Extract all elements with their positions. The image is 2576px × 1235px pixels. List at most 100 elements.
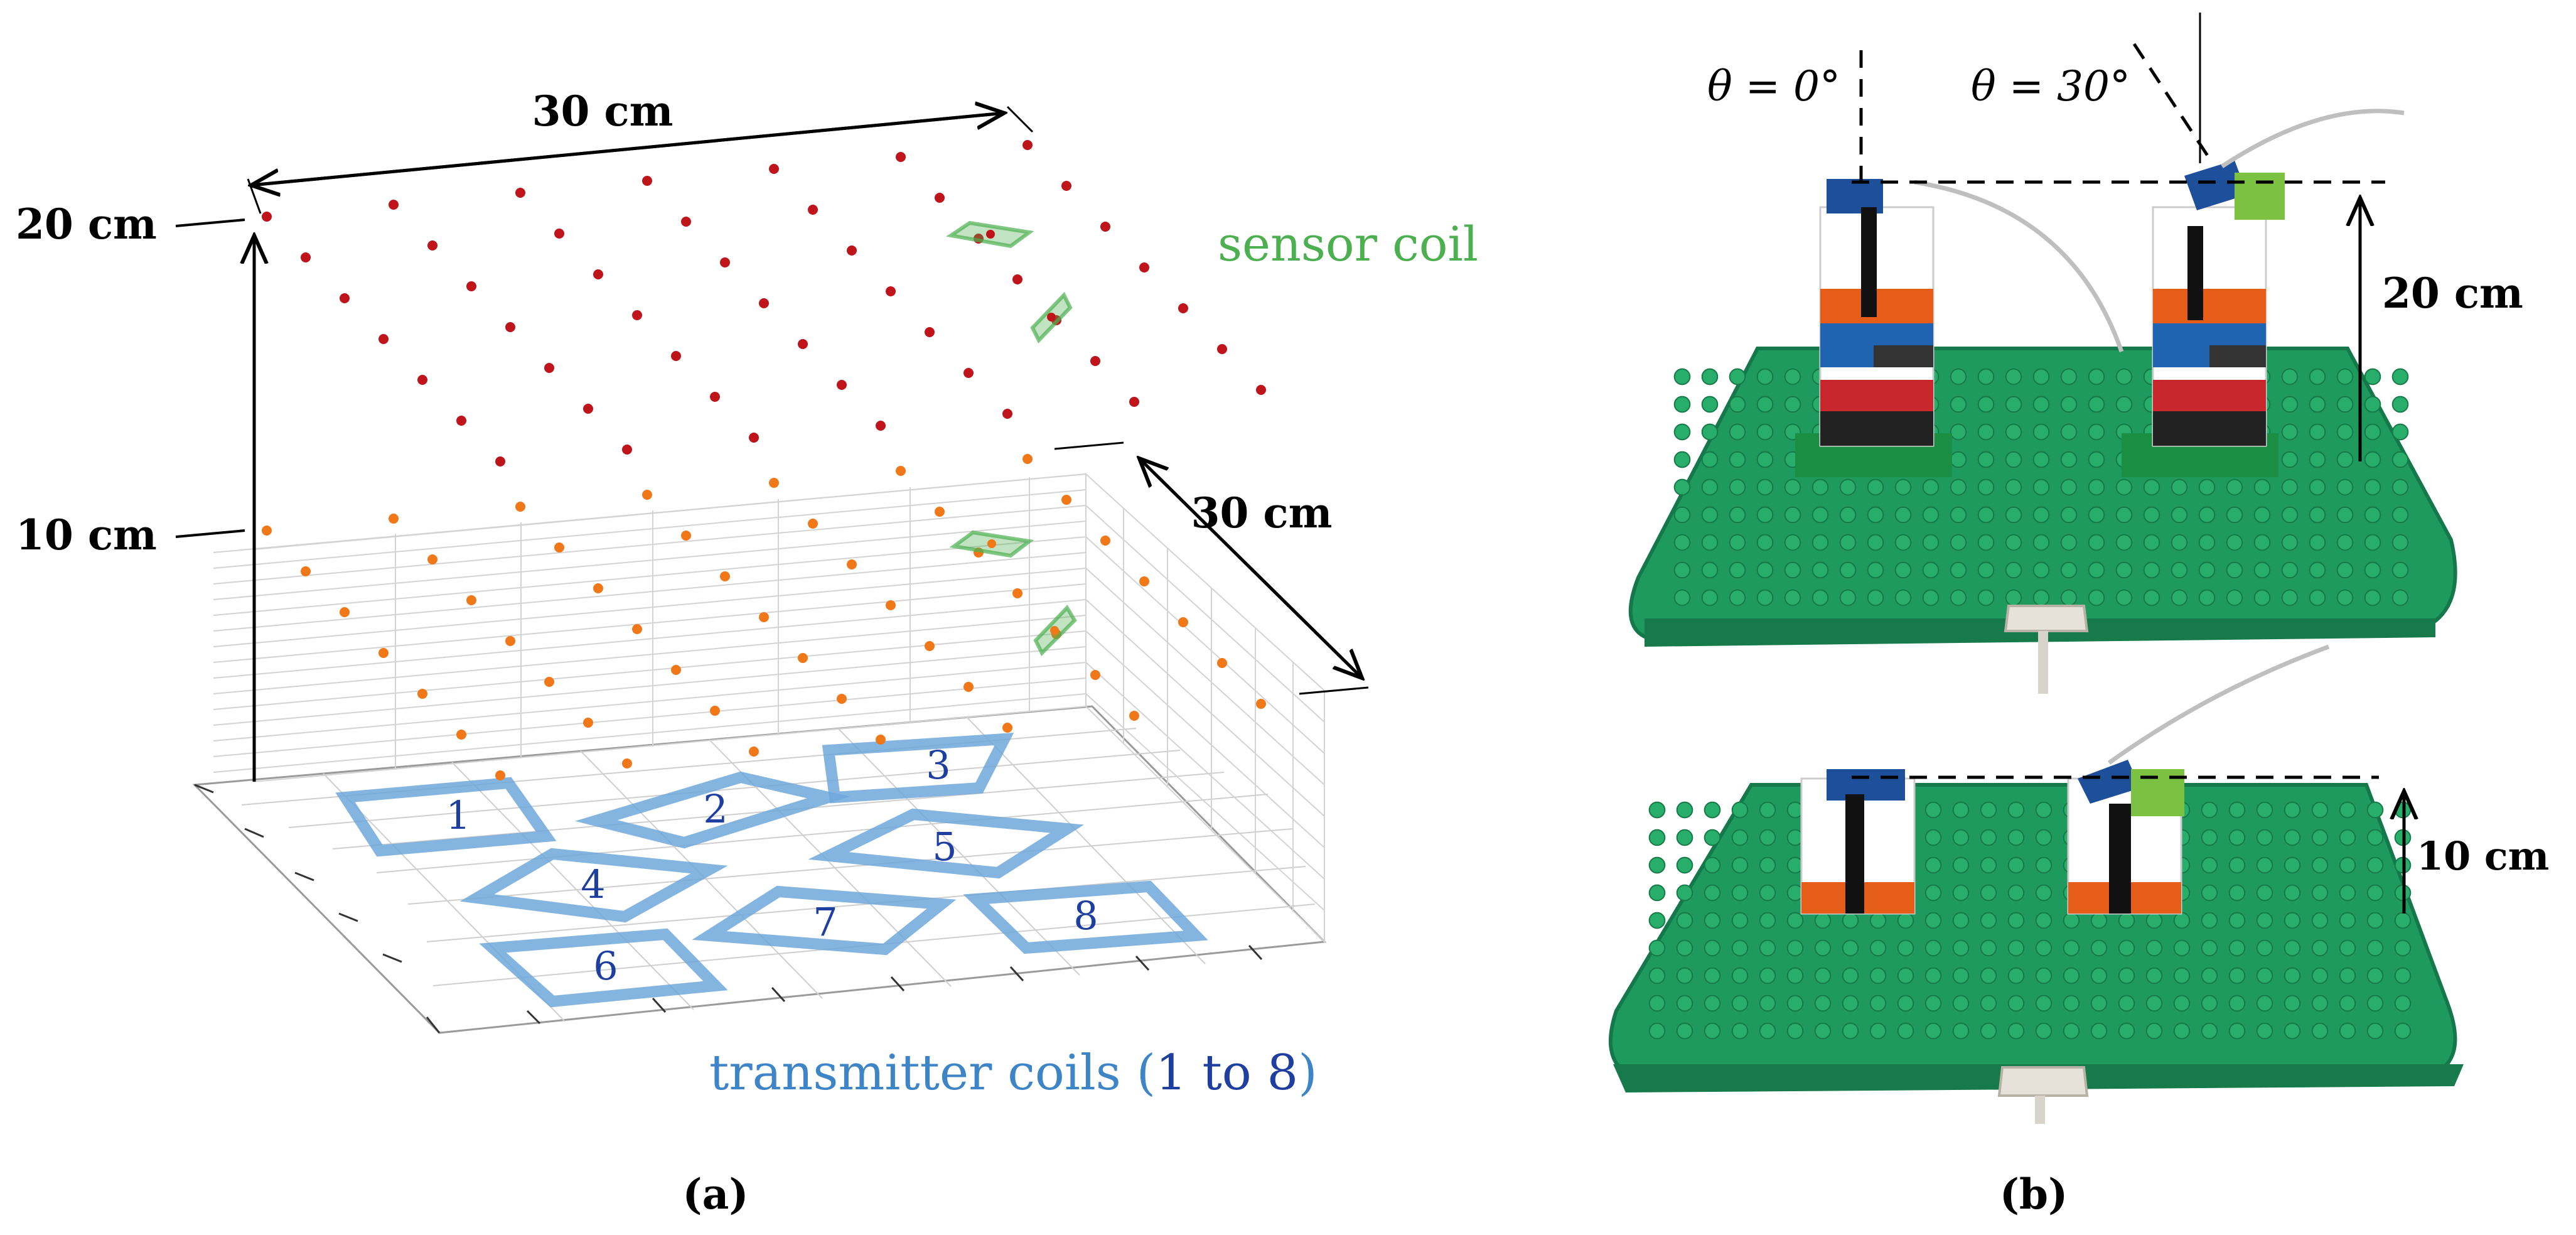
measurement-point xyxy=(720,571,730,581)
measurement-point xyxy=(340,293,350,303)
measurement-point xyxy=(925,327,935,337)
stud xyxy=(2171,478,2188,496)
measurement-point xyxy=(798,653,808,663)
measurement-point xyxy=(544,363,554,373)
measurement-point xyxy=(896,152,906,162)
stud xyxy=(2309,506,2326,524)
stud xyxy=(2364,451,2381,468)
stud xyxy=(2171,589,2188,607)
stud xyxy=(1924,912,1942,929)
measurement-point xyxy=(1002,409,1012,419)
measurement-point xyxy=(456,416,466,426)
stud xyxy=(2005,561,2022,579)
right-brick-stack-bottom xyxy=(2067,760,2184,915)
stud xyxy=(1701,589,1719,607)
stud xyxy=(2256,884,2273,902)
stud xyxy=(1759,939,1776,957)
stud xyxy=(2339,801,2356,819)
stud xyxy=(2364,589,2381,607)
measurement-point xyxy=(876,735,886,745)
stud xyxy=(2391,589,2409,607)
stud xyxy=(2336,396,2354,413)
stud xyxy=(1842,967,1859,984)
stud xyxy=(2336,589,2354,607)
stud xyxy=(2366,829,2384,846)
stud xyxy=(2145,1022,2163,1040)
stud xyxy=(1731,939,1749,957)
stud xyxy=(2339,967,2356,984)
stud xyxy=(2118,1022,2135,1040)
stud xyxy=(2005,451,2022,468)
stud xyxy=(2364,506,2381,524)
stud xyxy=(1784,589,1801,607)
stud xyxy=(2173,995,2191,1012)
measurement-point xyxy=(847,559,857,569)
stud xyxy=(1704,995,1721,1012)
stud xyxy=(2228,1022,2246,1040)
stud xyxy=(2311,829,2329,846)
measurement-point xyxy=(378,648,389,658)
stud xyxy=(1977,534,1995,551)
stud xyxy=(1648,1022,1666,1040)
stud xyxy=(1980,1022,1997,1040)
stud xyxy=(2173,967,2191,984)
measurement-point xyxy=(1022,140,1033,150)
measurement-point xyxy=(886,286,896,296)
tick-20cm xyxy=(175,218,245,227)
sensor-cable-bottom xyxy=(2107,644,2330,765)
stud xyxy=(2035,1022,2053,1040)
stud xyxy=(1952,801,1970,819)
stud xyxy=(2284,856,2301,874)
stud xyxy=(1977,396,1995,413)
stud xyxy=(2060,451,2078,468)
stud xyxy=(2090,1022,2108,1040)
stud xyxy=(1701,561,1719,579)
measurement-point xyxy=(1178,303,1188,313)
stud xyxy=(1842,939,1859,957)
stud xyxy=(2088,561,2105,579)
measurement-point xyxy=(935,193,945,203)
stud xyxy=(2088,506,2105,524)
tick-10cm xyxy=(175,529,245,538)
stud xyxy=(1869,1022,1887,1040)
stud xyxy=(2201,884,2218,902)
left-brick-stack-bottom xyxy=(1800,769,1916,915)
stud xyxy=(1897,1022,1914,1040)
stud xyxy=(1814,995,1832,1012)
stud xyxy=(1952,967,1970,984)
stud xyxy=(2311,856,2329,874)
stud xyxy=(2115,396,2133,413)
stud xyxy=(2118,995,2135,1012)
measurement-point xyxy=(759,298,769,308)
stud xyxy=(1811,561,1829,579)
measurement-point xyxy=(837,694,847,704)
stud xyxy=(2366,967,2384,984)
stud xyxy=(1704,912,1721,929)
upper-measurement-points xyxy=(262,140,1266,466)
stud xyxy=(1924,829,1942,846)
caption-a: (a) xyxy=(682,1170,748,1219)
stud xyxy=(1673,368,1691,386)
stud xyxy=(1704,967,1721,984)
measurement-point xyxy=(1139,576,1149,586)
stud xyxy=(1952,884,1970,902)
theta-30-label: θ = 30° xyxy=(1971,62,2130,111)
stud xyxy=(2226,478,2243,496)
stud xyxy=(1922,534,1940,551)
stud xyxy=(1759,995,1776,1012)
stud xyxy=(2201,829,2218,846)
measurement-point xyxy=(1022,454,1033,464)
stud xyxy=(1786,912,1804,929)
stud xyxy=(1648,967,1666,984)
measurement-point xyxy=(847,245,857,256)
measurement-point xyxy=(710,706,720,716)
stud xyxy=(1676,995,1693,1012)
stud xyxy=(2007,884,2025,902)
stud xyxy=(1786,967,1804,984)
stud xyxy=(2256,995,2273,1012)
stud xyxy=(2226,589,2243,607)
transmitter-label-suffix: ) xyxy=(1298,1045,1317,1101)
stud xyxy=(2284,1022,2301,1040)
stud xyxy=(1869,912,1887,929)
